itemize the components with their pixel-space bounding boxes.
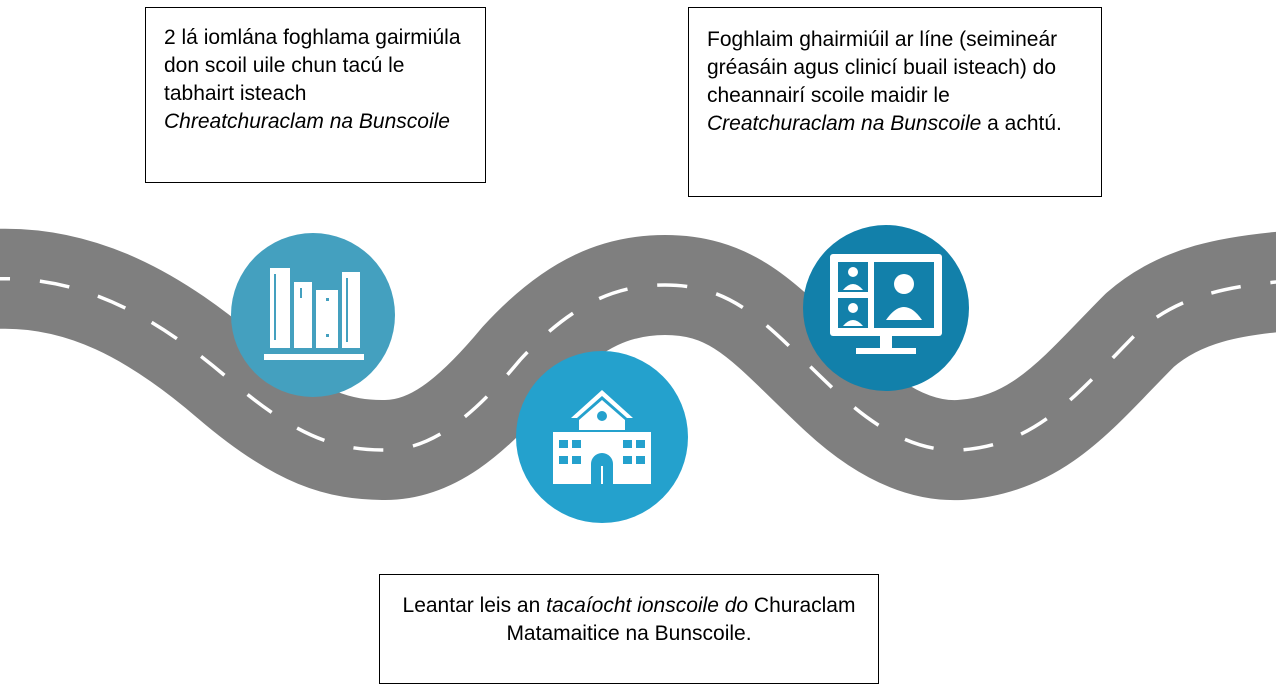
school-building-icon: [553, 390, 651, 484]
left-callout-box: 2 lá iomlána foghlama gairmiúla don scoi…: [145, 7, 486, 183]
bottom-callout-box: Leantar leis an tacaíocht ionscoile do C…: [379, 574, 879, 684]
school-circle: [516, 351, 688, 523]
books-circle: [231, 233, 395, 397]
right-callout-after: a achtú.: [981, 112, 1062, 135]
left-callout-text: 2 lá iomlána foghlama gairmiúla don scoi…: [164, 24, 467, 136]
left-callout-italic: Chreatchuraclam na Bunscoile: [164, 110, 450, 133]
bottom-callout-after: Churaclam Matamaitice na Bunscoile.: [506, 594, 856, 645]
video-circle: [803, 225, 969, 391]
road-center-line: [0, 277, 1276, 452]
bottom-callout-italic: tacaíocht ionscoile do: [546, 594, 749, 617]
books-icon: [264, 268, 364, 360]
video-conference-icon: [830, 254, 942, 354]
bottom-callout-text: Leantar leis an tacaíocht ionscoile do C…: [390, 592, 868, 648]
bottom-callout-plain: Leantar leis an: [402, 594, 547, 617]
right-callout-plain: Foghlaim ghairmiúil ar líne (seimineár g…: [707, 28, 1058, 107]
right-callout-italic: Creatchuraclam na Bunscoile: [707, 112, 982, 135]
right-callout-box: Foghlaim ghairmiúil ar líne (seimineár g…: [688, 7, 1102, 197]
left-callout-plain: 2 lá iomlána foghlama gairmiúla don scoi…: [164, 26, 461, 105]
right-callout-text: Foghlaim ghairmiúil ar líne (seimineár g…: [707, 26, 1083, 138]
